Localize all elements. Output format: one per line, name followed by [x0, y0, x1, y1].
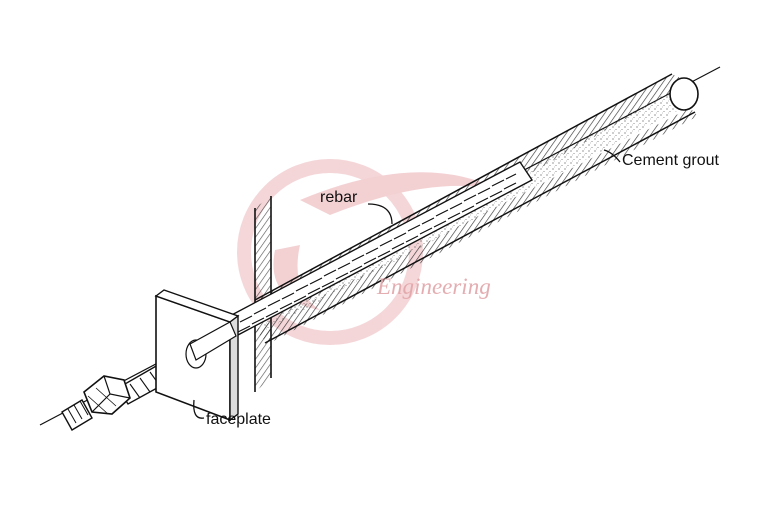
cement-grout-label: Cement grout	[622, 152, 719, 169]
hole-end	[669, 77, 699, 111]
rebar-label: rebar	[320, 189, 358, 206]
hex-nut	[83, 375, 131, 415]
leader-cement-grout	[603, 149, 621, 163]
rock-face	[254, 196, 272, 392]
leader-lines	[193, 149, 621, 419]
faceplate-label: faceplate	[206, 411, 271, 428]
watermark-text: Engineering	[377, 274, 491, 299]
faceplate-plate	[154, 289, 240, 422]
leader-rebar	[367, 203, 393, 225]
leader-faceplate	[193, 399, 205, 419]
